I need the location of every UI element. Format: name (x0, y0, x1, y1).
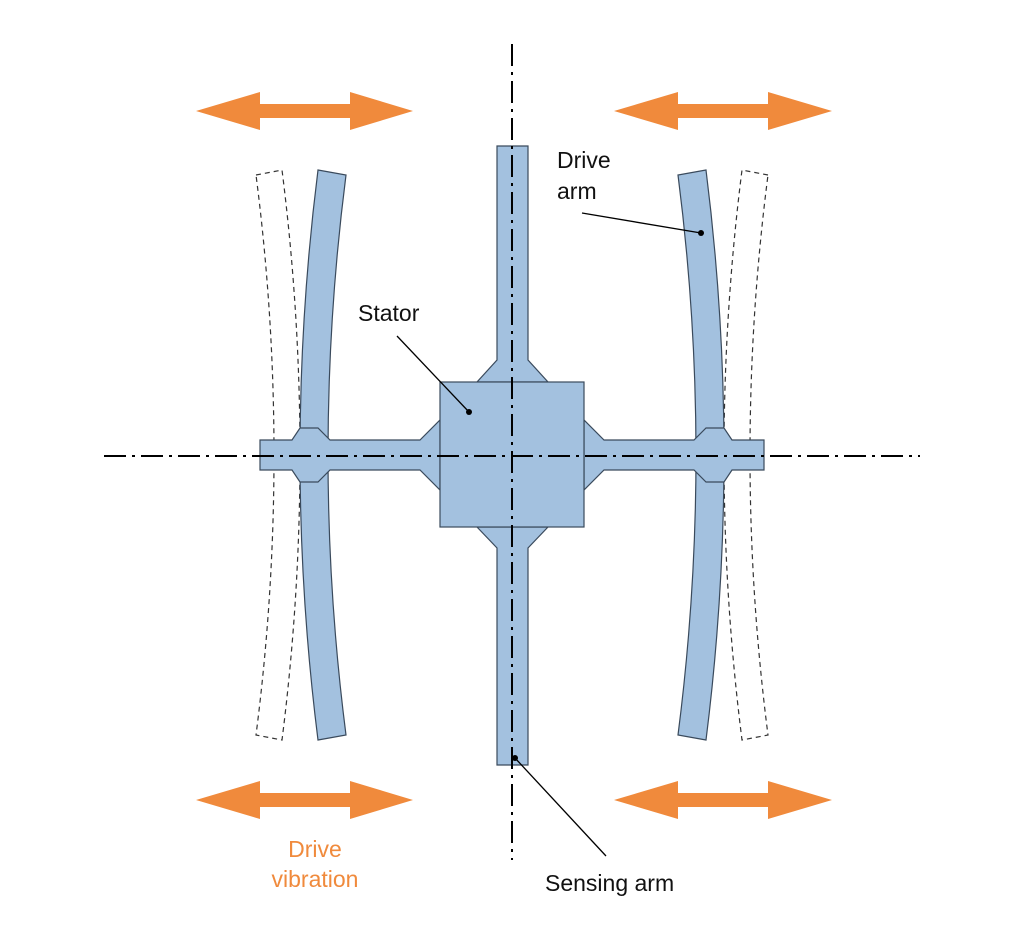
right-drive-arm-ghost (723, 169, 769, 741)
drive-arm-leader-dot (698, 230, 704, 236)
double-arrow-bottom-right (614, 781, 832, 819)
double-arrow-top-left (196, 92, 413, 130)
drive-vibration-label: Drive vibration (250, 834, 380, 894)
double-arrow-top-right (614, 92, 832, 130)
stator-leader-dot (466, 409, 472, 415)
sensing-arm-label: Sensing arm (545, 870, 675, 896)
drive-arm-label-text: Drive arm (557, 147, 611, 204)
drive-arm-label: Drive arm (557, 145, 611, 207)
stator-leader (396, 335, 470, 413)
sensing-arm-leader (514, 757, 607, 857)
left-drive-arm-ghost (255, 169, 301, 741)
drive-vibration-line1: Drive (288, 836, 342, 862)
drive-vibration-line2: vibration (271, 866, 359, 892)
stator-label: Stator (358, 300, 420, 326)
drive-arm-leader (581, 212, 702, 234)
sensing-arm-leader-dot (512, 755, 518, 761)
double-arrow-bottom-left (196, 781, 413, 819)
